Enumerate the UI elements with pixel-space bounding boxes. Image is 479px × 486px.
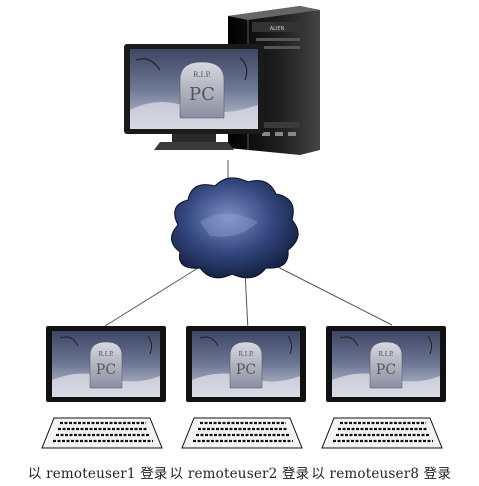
- caption-client2-login: 以 remoteuser2 登录: [169, 466, 310, 482]
- client-computer-2: R.I.P. PC: [181, 326, 306, 449]
- client1-keyboard: [41, 417, 163, 449]
- client-computer-3: R.I.P. PC: [321, 326, 446, 449]
- network-cloud: [171, 177, 299, 279]
- line-cloud-client3: [267, 261, 393, 326]
- server-screen-text-main: PC: [189, 84, 215, 105]
- caption-client3-login: 以 remoteuser8 登录: [311, 466, 452, 482]
- line-cloud-client1: [104, 267, 199, 327]
- client1-screen-text-top: R.I.P.: [98, 351, 114, 358]
- client2-screen-text-main: PC: [236, 362, 256, 378]
- client3-screen-text-main: PC: [376, 362, 396, 378]
- server-monitor: R.I.P. PC: [124, 44, 264, 150]
- server-brand-label: ALIEN: [270, 26, 285, 32]
- client-computer-1: R.I.P. PC: [41, 326, 166, 449]
- client3-keyboard: [321, 417, 443, 449]
- line-cloud-client2: [244, 271, 249, 331]
- client3-screen-text-top: R.I.P.: [378, 351, 394, 358]
- diagram-caption: 以 remoteuser1 登录以 remoteuser2 登录以 remote…: [0, 462, 479, 482]
- server-screen-text-top: R.I.P.: [193, 71, 211, 79]
- client2-keyboard: [181, 417, 303, 449]
- client1-screen-text-main: PC: [96, 362, 116, 378]
- caption-client1-login: 以 remoteuser1 登录: [27, 466, 168, 482]
- client2-screen-text-top: R.I.P.: [238, 351, 254, 358]
